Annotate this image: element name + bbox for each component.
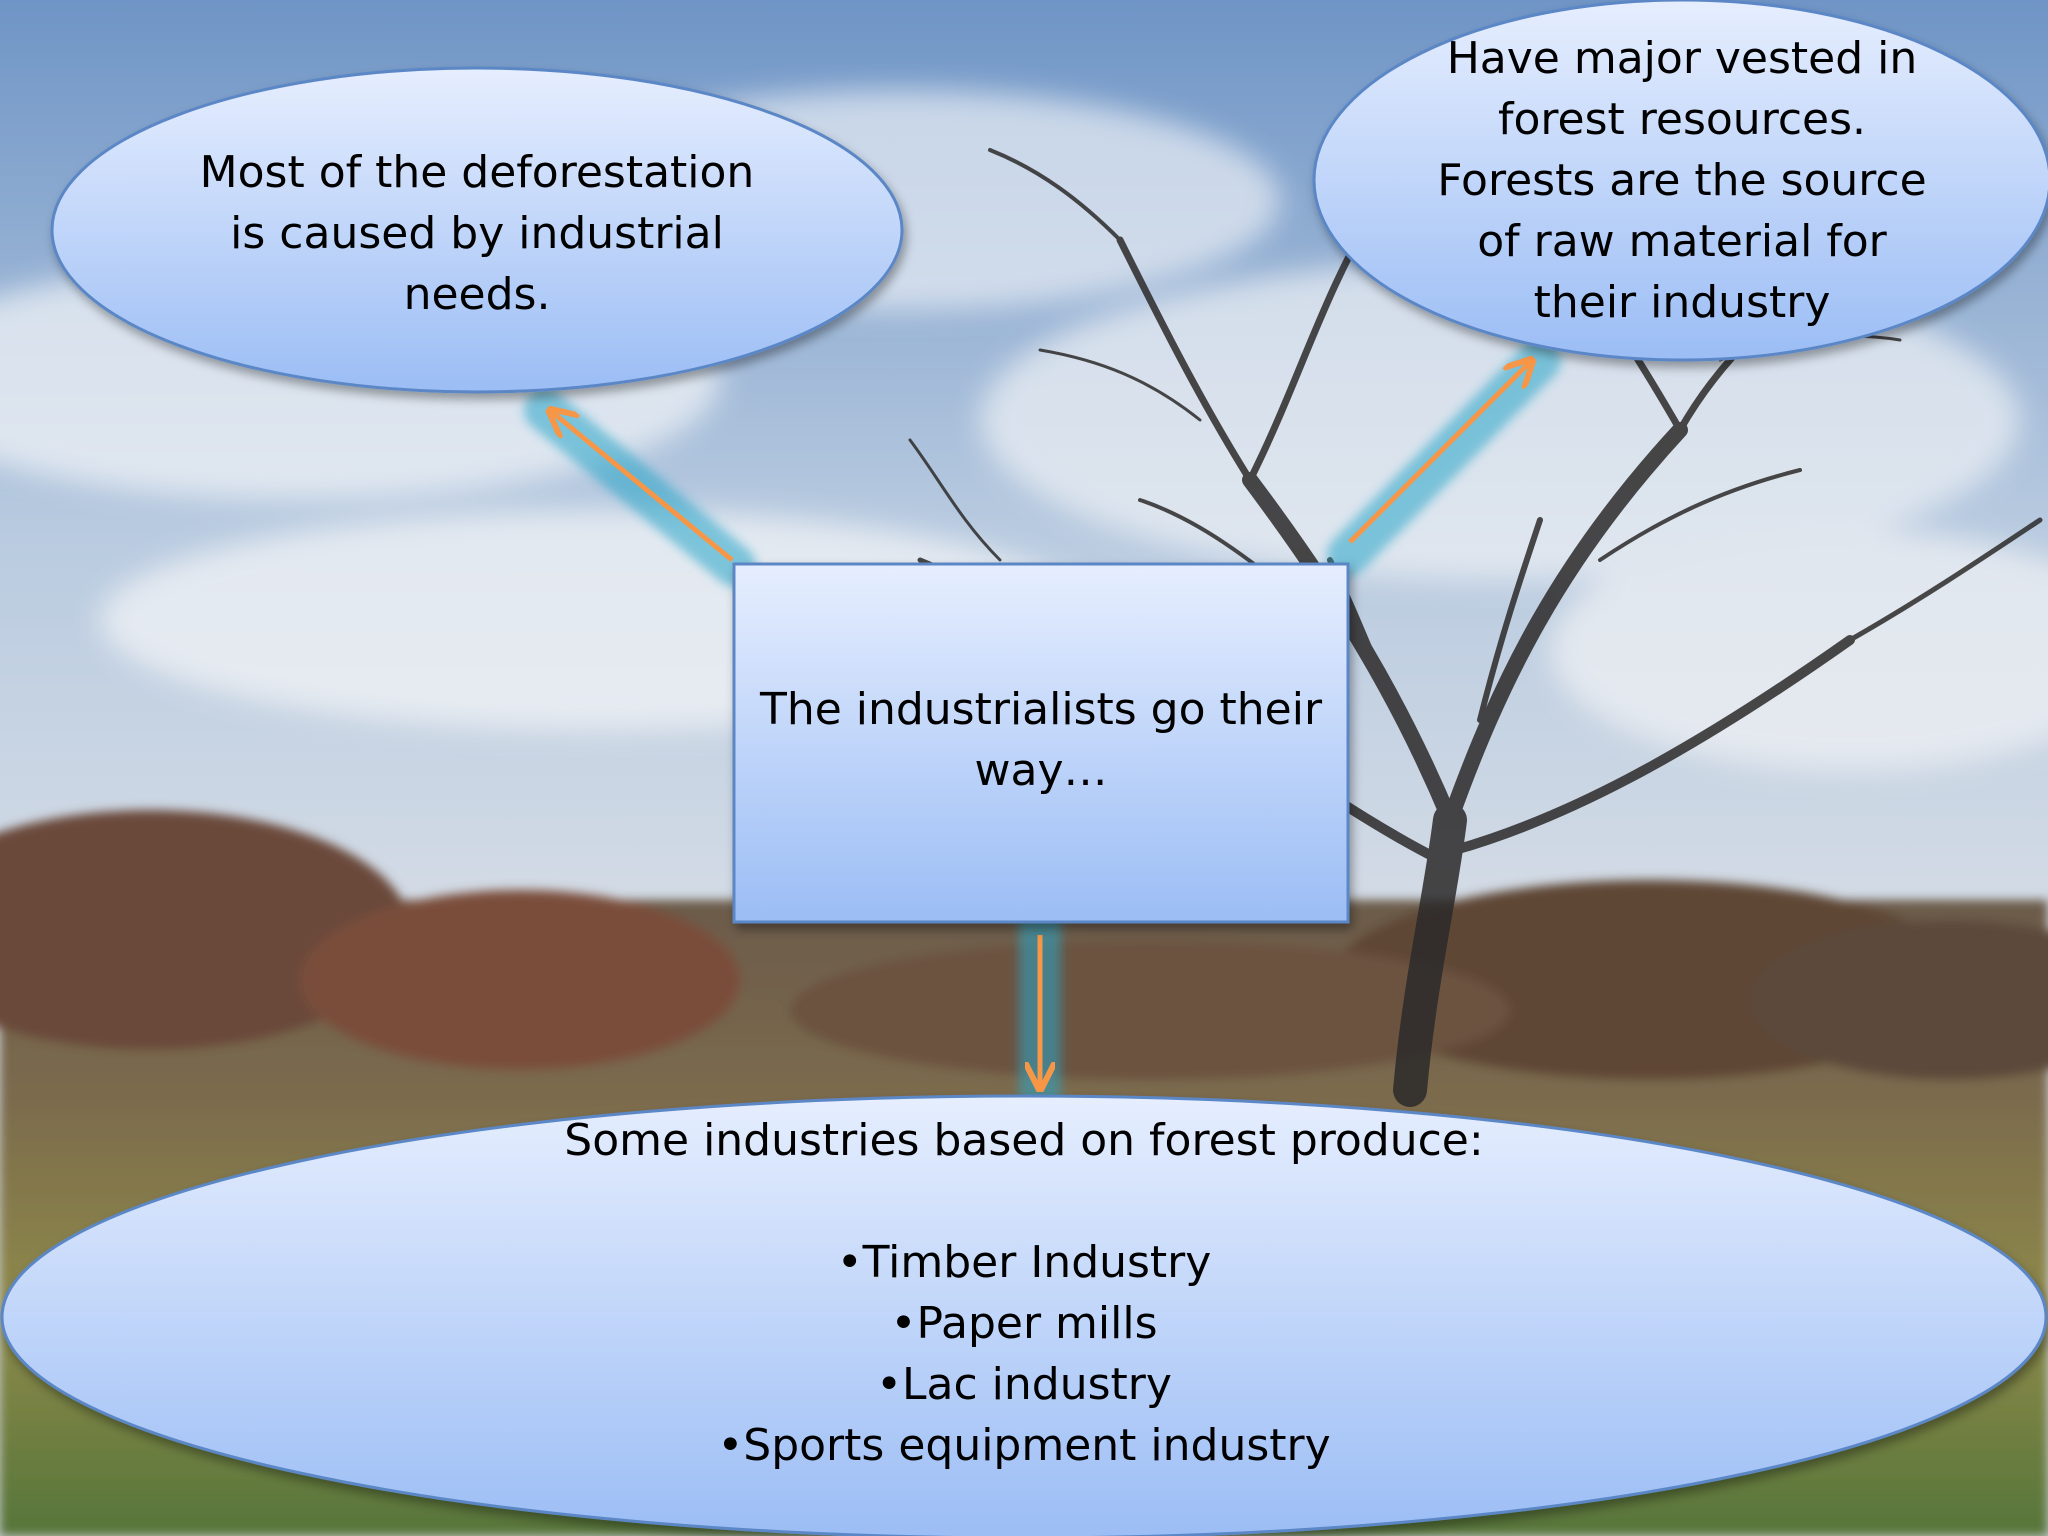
arrows [552, 362, 1530, 1086]
center-node-line: way… [974, 745, 1108, 796]
bottom-ellipse-shape [0, 1094, 2048, 1536]
bottom-node-heading: Some industries based on forest produce: [564, 1115, 1484, 1166]
left-node-line: needs. [403, 269, 551, 320]
bottom-node-item: •Lac industry [876, 1359, 1172, 1410]
center-box-shape [732, 562, 1350, 924]
left-ellipse-shape [50, 66, 904, 394]
right-ellipse-shape [1312, 0, 2048, 362]
right-node-line: forest resources. [1498, 94, 1866, 145]
left-ellipse-node: Most of the deforestation is caused by i… [52, 68, 902, 392]
center-box-node: The industrialists go their way… [734, 564, 1348, 922]
right-node-line: Forests are the source [1437, 155, 1927, 206]
bottom-node-item: •Paper mills [890, 1298, 1158, 1349]
bottom-node-item: •Timber Industry [836, 1237, 1212, 1288]
left-node-line: Most of the deforestation [199, 147, 755, 198]
arrow-to-left-node [552, 412, 734, 562]
right-node-line: of raw material for [1477, 216, 1887, 267]
center-node-line: The industrialists go their [759, 684, 1323, 735]
bottom-node-item: •Sports equipment industry [717, 1420, 1331, 1471]
right-ellipse-node: Have major vested in forest resources. F… [1314, 0, 2048, 360]
right-node-line: Have major vested in [1446, 33, 1918, 84]
arrow-to-right-node [1348, 362, 1530, 544]
right-node-line: their industry [1533, 277, 1831, 328]
bottom-ellipse-node: Some industries based on forest produce:… [0, 1094, 2048, 1536]
left-node-line: is caused by industrial [230, 208, 724, 259]
